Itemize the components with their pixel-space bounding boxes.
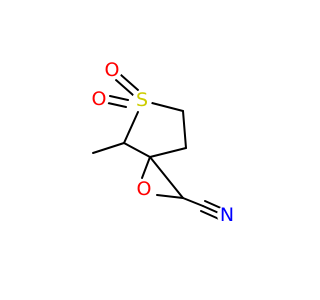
bond-chme-methyl (92, 142, 125, 154)
atom-oxygen-sulfonyl-2: O (89, 88, 109, 110)
oxygen-sulfonyl-1-label: O (105, 59, 120, 81)
bond-s-o2-a (109, 95, 129, 101)
nitrogen-label: N (220, 204, 234, 226)
oxygen-epoxide-label: O (137, 178, 152, 200)
bond-spiro-chme (123, 142, 151, 158)
bond-s-o1-b (115, 79, 134, 96)
molecule-drawing: S O O O N (89, 59, 237, 226)
bond-spiro-o-epoxide (141, 156, 151, 179)
atom-oxygen-epoxide: O (134, 178, 154, 200)
atom-nitrogen: N (217, 204, 237, 226)
bond-c-n-2 (204, 200, 224, 210)
oxygen-sulfonyl-2-label: O (92, 88, 107, 110)
bonds (92, 74, 224, 220)
bond-s-o1-a (120, 74, 139, 91)
bond-s-ch2 (151, 102, 184, 112)
atom-sulfur: S (132, 89, 152, 111)
bond-ch2-spiro (149, 147, 187, 158)
bond-spiro-ch (149, 156, 184, 199)
bond-ch-cn (182, 197, 204, 207)
bond-s-o2-b (107, 102, 127, 108)
sulfur-label: S (136, 89, 148, 111)
bond-o-epoxide-ch (156, 194, 184, 199)
structure-canvas: S O O O N (89, 59, 237, 226)
bond-ch2-ch2 (182, 110, 187, 149)
atom-labels: S O O O N (89, 59, 237, 226)
bond-chme-s (123, 111, 139, 144)
atom-oxygen-sulfonyl-1: O (102, 59, 122, 81)
bond-c-n-3 (200, 210, 220, 220)
